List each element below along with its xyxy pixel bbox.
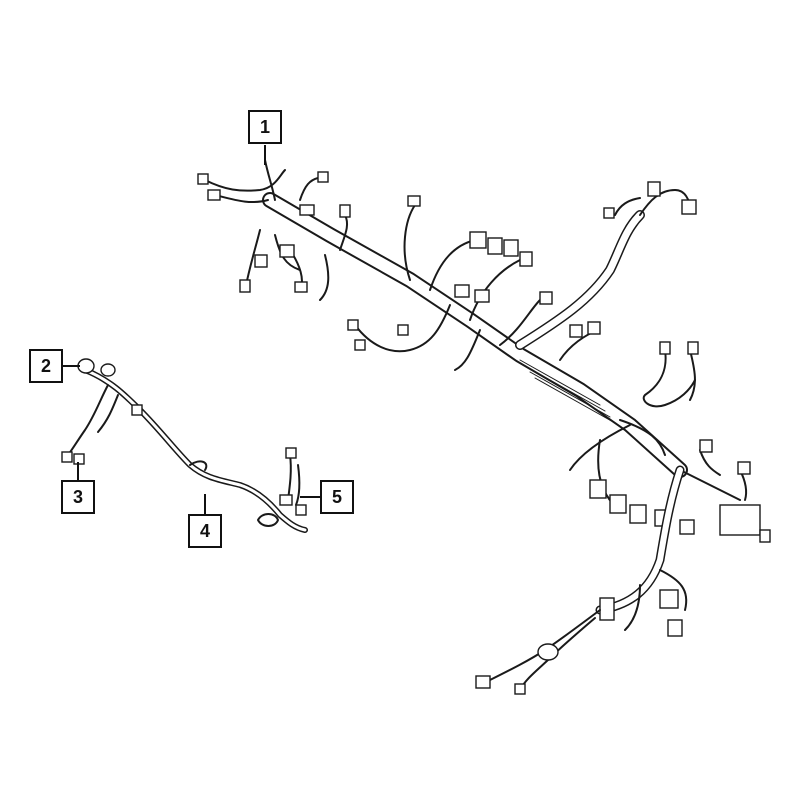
sub-wiring-harness: [61, 358, 308, 533]
callout-4: 4: [188, 514, 222, 548]
callout-5-label: 5: [331, 486, 342, 507]
callout-4-label: 4: [199, 520, 210, 541]
callout-3-label: 3: [72, 486, 83, 507]
main-wiring-harness: [197, 159, 771, 695]
callout-1-label: 1: [259, 116, 270, 137]
callout-1: 1: [248, 110, 282, 144]
callout-2-label: 2: [40, 355, 51, 376]
callout-5: 5: [320, 480, 354, 514]
callout-leaders: [63, 145, 320, 514]
callout-3: 3: [61, 480, 95, 514]
callout-2: 2: [29, 349, 63, 383]
